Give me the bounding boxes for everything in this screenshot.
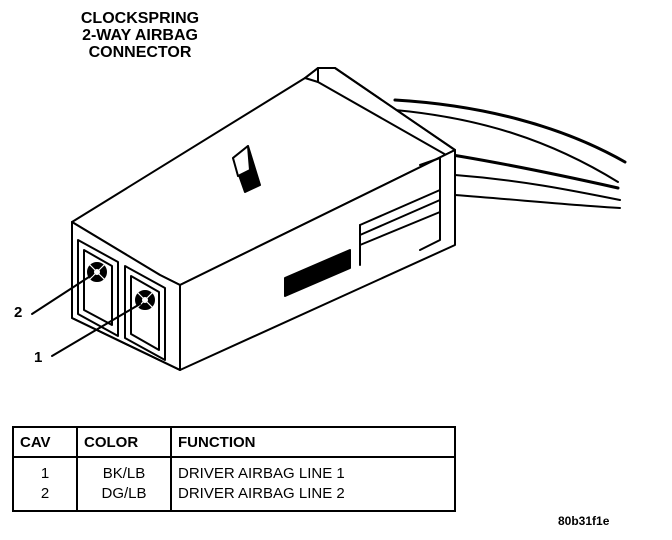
- cavity-1: [124, 265, 166, 361]
- callout-label-2: 2: [14, 304, 23, 321]
- side-slot: [284, 249, 351, 297]
- pinout-table: CAV COLOR FUNCTION 1 BK/LB DRIVER AIRBAG…: [12, 426, 456, 512]
- cell-color: DG/LB: [76, 484, 171, 511]
- table-row: 2 DG/LB DRIVER AIRBAG LINE 2: [13, 484, 455, 511]
- cell-color: BK/LB: [76, 457, 171, 484]
- title-line-2: 2-WAY AIRBAG: [82, 27, 198, 44]
- figure-id: 80b31f1e: [558, 514, 610, 528]
- title-line-3: CONNECTOR: [88, 44, 192, 61]
- callout-label-1: 1: [34, 349, 43, 366]
- callout-line-1: [51, 303, 141, 357]
- diagram-title: CLOCKSPRING 2-WAY AIRBAG CONNECTOR: [40, 10, 240, 61]
- title-line-1: CLOCKSPRING: [80, 10, 200, 27]
- cavity-2: [77, 239, 119, 337]
- header-color: COLOR: [76, 427, 172, 458]
- callout-line-2: [31, 274, 93, 315]
- header-function: FUNCTION: [170, 427, 455, 458]
- cell-cav: 1: [40, 465, 50, 482]
- wire-bundle: [393, 98, 627, 209]
- table-row: 1 BK/LB DRIVER AIRBAG LINE 1: [13, 457, 455, 484]
- connector-top-rim: [304, 67, 456, 151]
- cell-function: DRIVER AIRBAG LINE 2: [170, 484, 455, 511]
- header-cav: CAV: [13, 427, 78, 458]
- table-header-row: CAV COLOR FUNCTION: [13, 427, 455, 458]
- cell-function: DRIVER AIRBAG LINE 1: [170, 457, 455, 484]
- cell-cav: 2: [40, 485, 50, 502]
